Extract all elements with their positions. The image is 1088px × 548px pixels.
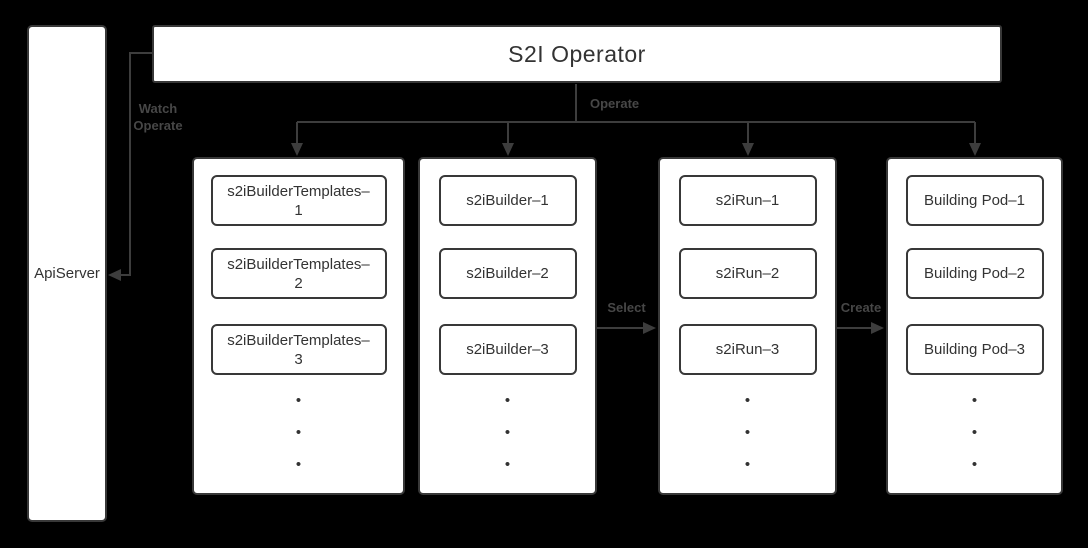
group-item-label: s2iBuilder–1 (466, 192, 549, 209)
ellipsis-dots: • • • (888, 393, 1061, 472)
group-item-label: Building Pod–2 (924, 265, 1025, 282)
group-item: Building Pod–2 (905, 248, 1044, 299)
s2i-operator-box: S2I Operator (152, 25, 1002, 83)
group-item: s2iBuilderTemplates– 1 (210, 175, 387, 226)
group-item-label: Building Pod–1 (924, 192, 1025, 209)
s2i-run-group: s2iRun–1 s2iRun–2 s2iRun–3 • • • (658, 157, 837, 495)
select-edge-label: Select (607, 300, 646, 315)
ellipsis-dot: • (295, 456, 302, 473)
group-item-label: s2iRun–1 (715, 192, 780, 209)
group-item: s2iRun–1 (678, 175, 817, 226)
ellipsis-dot: • (971, 424, 978, 441)
ellipsis-dot: • (744, 392, 751, 409)
watch-operate-edge-label: Watch Operate (133, 101, 183, 133)
watch-operate-edge (121, 52, 152, 276)
group-item: s2iBuilder–2 (438, 248, 577, 299)
ellipsis-dot: • (744, 424, 751, 441)
group-item-label: s2iRun–3 (715, 341, 780, 358)
group-item: s2iRun–3 (678, 324, 817, 375)
ellipsis-dot: • (504, 456, 511, 473)
ellipsis-dot: • (295, 392, 302, 409)
create-edge-label: Create (840, 300, 882, 315)
operate-drop-4-arrowhead-icon (969, 143, 981, 156)
group-item-label: s2iBuilderTemplates– 3 (227, 331, 370, 368)
group-item: Building Pod–1 (905, 175, 1044, 226)
ellipsis-dot: • (504, 424, 511, 441)
s2i-builder-templates-group: s2iBuilderTemplates– 1 s2iBuilderTemplat… (192, 157, 405, 495)
group-item-label: s2iBuilderTemplates– 1 (227, 182, 370, 219)
group-item: s2iBuilder–3 (438, 324, 577, 375)
group-item-label: s2iBuilder–3 (466, 341, 549, 358)
watch-operate-arrowhead-icon (108, 269, 121, 281)
api-server-box: ApiServer (27, 25, 107, 522)
building-pod-group: Building Pod–1 Building Pod–2 Building P… (886, 157, 1063, 495)
operate-drop-1-arrowhead-icon (291, 143, 303, 156)
group-item: Building Pod–3 (905, 324, 1044, 375)
operate-edge-label: Operate (590, 96, 640, 111)
group-item: s2iRun–2 (678, 248, 817, 299)
ellipsis-dots: • • • (194, 393, 403, 472)
s2i-builder-group: s2iBuilder–1 s2iBuilder–2 s2iBuilder–3 •… (418, 157, 597, 495)
group-item: s2iBuilder–1 (438, 175, 577, 226)
ellipsis-dot: • (971, 392, 978, 409)
api-server-label: ApiServer (34, 265, 100, 282)
ellipsis-dot: • (295, 424, 302, 441)
s2i-operator-title: S2I Operator (508, 40, 646, 67)
ellipsis-dot: • (504, 392, 511, 409)
group-item: s2iBuilderTemplates– 3 (210, 324, 387, 375)
ellipsis-dot: • (971, 456, 978, 473)
group-item-label: s2iBuilderTemplates– 2 (227, 255, 370, 292)
select-arrowhead-icon (643, 322, 656, 334)
ellipsis-dots: • • • (660, 393, 835, 472)
group-item: s2iBuilderTemplates– 2 (210, 248, 387, 299)
create-arrowhead-icon (871, 322, 884, 334)
ellipsis-dots: • • • (420, 393, 595, 472)
ellipsis-dot: • (744, 456, 751, 473)
operate-drop-3-arrowhead-icon (742, 143, 754, 156)
group-item-label: s2iBuilder–2 (466, 265, 549, 282)
group-item-label: Building Pod–3 (924, 341, 1025, 358)
operate-drop-2-arrowhead-icon (502, 143, 514, 156)
group-item-label: s2iRun–2 (715, 265, 780, 282)
